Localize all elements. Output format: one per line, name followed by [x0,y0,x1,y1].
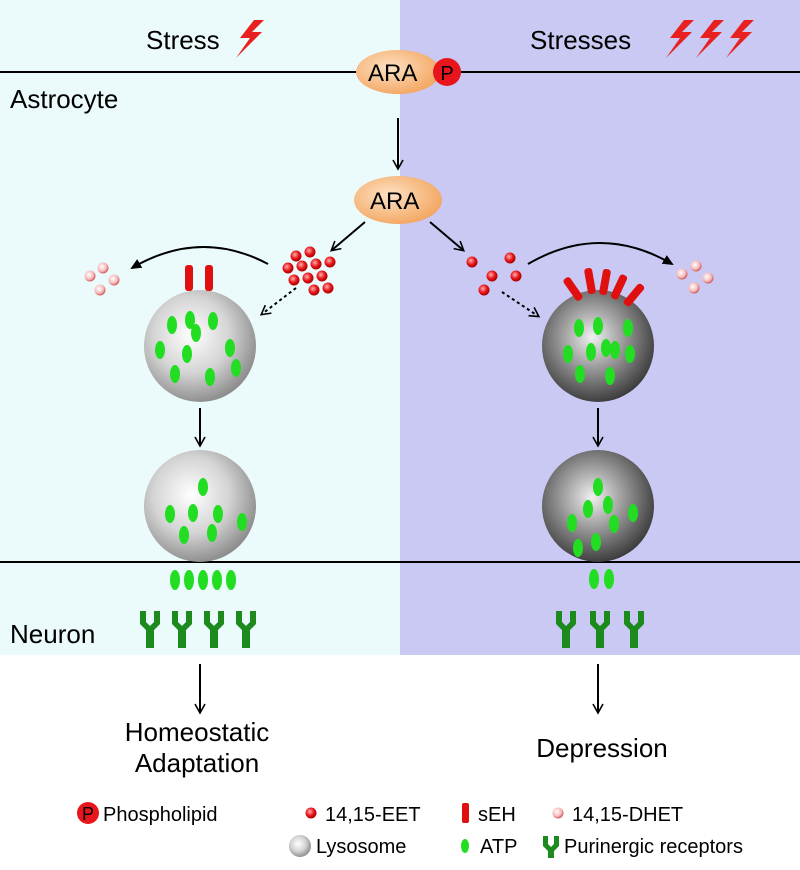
lysosome-right-lower [542,450,654,562]
legend-seh: sEH [478,804,516,826]
arrow-dotted-right [501,291,541,318]
lysosome-left-lower [144,450,256,562]
atp-cluster-right-lower [567,478,638,557]
seh-cluster-right [563,267,645,307]
atp-released-right [589,569,614,589]
lysosome-icon [289,835,311,857]
receptor-icon [543,836,559,858]
eet-cluster-left [282,246,336,296]
outcome-left-line1: Homeostatic [125,717,270,747]
arrow-conversion-left [130,245,269,270]
astrocyte-label: Astrocyte [10,84,118,114]
lightning-icon [666,20,754,58]
legend: P Phospholipid 14,15-EET sEH 14,15-DHET … [77,802,743,858]
ara-top-label: ARA [368,60,417,87]
phosphate-icon [433,58,461,86]
lysosome-right-upper [542,290,654,402]
phosphate-icon [77,802,99,824]
arrow-conversion-right [527,242,674,266]
phosphate-letter: P [440,63,453,85]
atp-cluster-left-lower [165,478,247,544]
atp-cluster-left-upper [155,311,241,386]
receptor-cluster-right [556,611,644,648]
atp-released-left [170,570,236,590]
legend-atp: ATP [480,836,517,858]
arrow-ara-right [429,221,466,252]
atp-cluster-right-upper [563,317,635,385]
lightning-icon [236,20,264,58]
legend-dhet: 14,15-DHET [572,804,683,826]
legend-phospholipid: Phospholipid [103,804,218,826]
stress-label: Stress [146,25,220,55]
neuron-label: Neuron [10,619,95,649]
eet-icon [305,807,317,819]
arrow-ara-left [329,221,366,252]
receptor-cluster-left [140,611,256,648]
legend-eet: 14,15-EET [325,804,421,826]
dhet-icon [552,807,564,819]
ara-oval-top [356,50,440,94]
outcome-right: Depression [536,733,668,763]
ara-oval-mid [354,176,442,224]
arrow-dotted-left [259,287,297,316]
seh-icon [462,803,469,823]
legend-phospho-letter: P [82,804,94,824]
legend-lysosome: Lysosome [316,836,406,858]
outcome-left-line2: Adaptation [135,748,259,778]
eet-cluster-right [466,252,522,296]
dhet-cluster-right [676,260,714,294]
atp-icon [461,839,469,853]
ara-mid-label: ARA [370,188,419,215]
dhet-cluster-left [84,262,120,296]
stresses-label: Stresses [530,25,631,55]
legend-receptors: Purinergic receptors [564,836,743,858]
seh-cluster-left [185,265,213,291]
